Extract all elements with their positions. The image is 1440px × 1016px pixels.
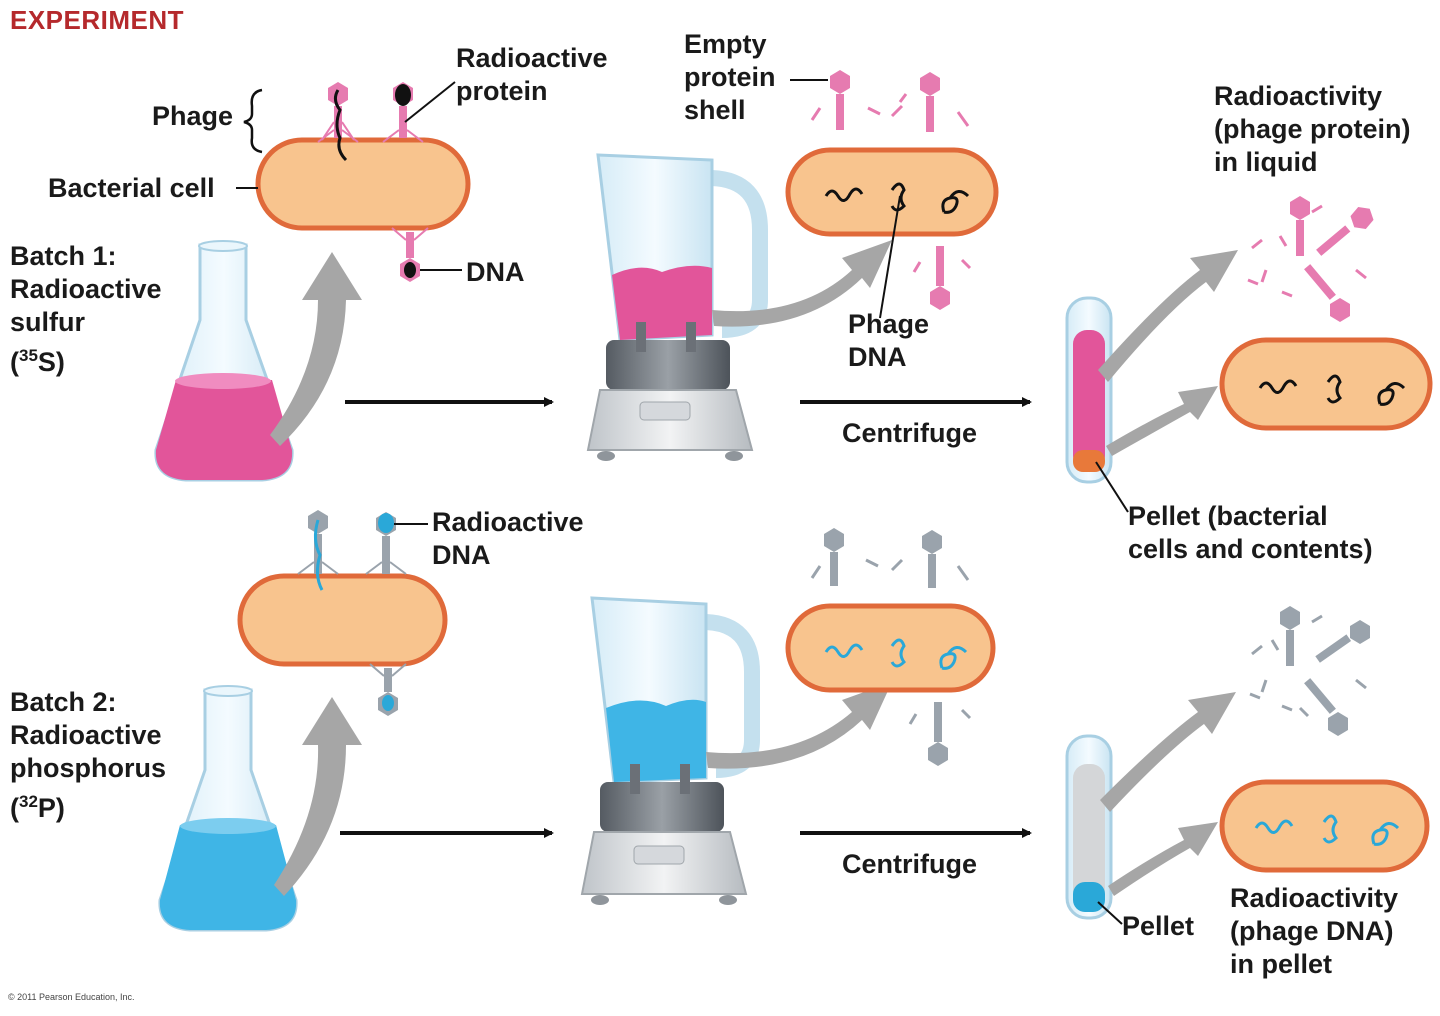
phage-pink-3: [391, 227, 429, 282]
arrow-tube2-down: [1108, 822, 1218, 896]
infected-cell-batch2: [785, 603, 996, 693]
phage-gray-3: [369, 663, 407, 716]
batch1-line2: Radioactive: [10, 274, 162, 304]
batch2-line1: Batch 2:: [10, 687, 117, 717]
batch2-isotope: (32P): [10, 792, 65, 823]
batch2-line3: phosphorus: [10, 753, 166, 783]
pellet-cell-batch2: [1219, 779, 1430, 873]
phage-label: Phage: [152, 101, 234, 131]
liquid-phages-batch2: [1249, 606, 1370, 736]
bacterial-cell-label: Bacterial cell: [48, 173, 215, 203]
radioactivity-liquid-label: Radioactivity (phage protein) in liquid: [1214, 81, 1411, 177]
copyright-notice: © 2011 Pearson Education, Inc.: [8, 992, 135, 1002]
blender-batch1: [586, 153, 768, 461]
arrow-tube1-up: [1098, 250, 1238, 382]
test-tube-batch1: [1065, 296, 1113, 484]
flask-batch1: [154, 240, 294, 482]
empty-protein-shells-batch1: [810, 70, 972, 310]
radioactive-protein-label: Radioactive protein: [456, 43, 608, 106]
pellet-bacterial-label: Pellet (bacterial cells and contents): [1128, 501, 1373, 564]
liquid-phages-batch1: [1247, 196, 1374, 322]
arrow-tube1-down: [1106, 386, 1218, 456]
blender-batch2: [580, 596, 760, 905]
arrow-tube2-up: [1100, 692, 1236, 812]
batch1-line3: sulfur: [10, 307, 86, 337]
phage-gray-1: [297, 510, 339, 591]
phage-pink-1: [317, 82, 359, 162]
test-tube-batch2: [1065, 734, 1113, 920]
batch1-label: Batch 1: Radioactive sulfur (35S): [10, 240, 162, 379]
radioactivity-pellet-label: Radioactivity (phage DNA) in pellet: [1230, 883, 1399, 979]
batch1-isotope: (35S): [10, 346, 65, 377]
arrow-blender1-to-cell: [712, 240, 892, 327]
empty-protein-shell-label: Empty protein shell: [684, 29, 776, 125]
centrifuge-label-batch2: Centrifuge: [842, 849, 977, 879]
flask-batch2: [158, 685, 298, 932]
arrow-blender2-to-cell: [706, 682, 892, 769]
phage-pink-2: [382, 82, 424, 143]
batch2-line2: Radioactive: [10, 720, 162, 750]
arrow-flask1-to-cell: [270, 252, 362, 446]
pellet-label: Pellet: [1122, 911, 1195, 941]
phage-gray-2: [365, 512, 407, 575]
bacterial-cell-batch1: [255, 137, 471, 231]
phage-dna-label: Phage DNA: [848, 309, 930, 372]
dna-label: DNA: [466, 257, 525, 287]
batch1-line1: Batch 1:: [10, 241, 117, 271]
centrifuge-label-batch1: Centrifuge: [842, 418, 977, 448]
infected-cell-batch1: [785, 147, 999, 237]
pellet-cell-batch1: [1219, 337, 1433, 431]
bacterial-cell-batch2: [237, 573, 448, 667]
empty-protein-shells-batch2: [810, 528, 972, 766]
radioactive-dna-label: Radioactive DNA: [432, 507, 584, 570]
arrow-flask2-to-cell: [274, 697, 362, 896]
experiment-title: EXPERIMENT: [10, 5, 185, 35]
batch2-label: Batch 2: Radioactive phosphorus (32P): [10, 686, 166, 825]
